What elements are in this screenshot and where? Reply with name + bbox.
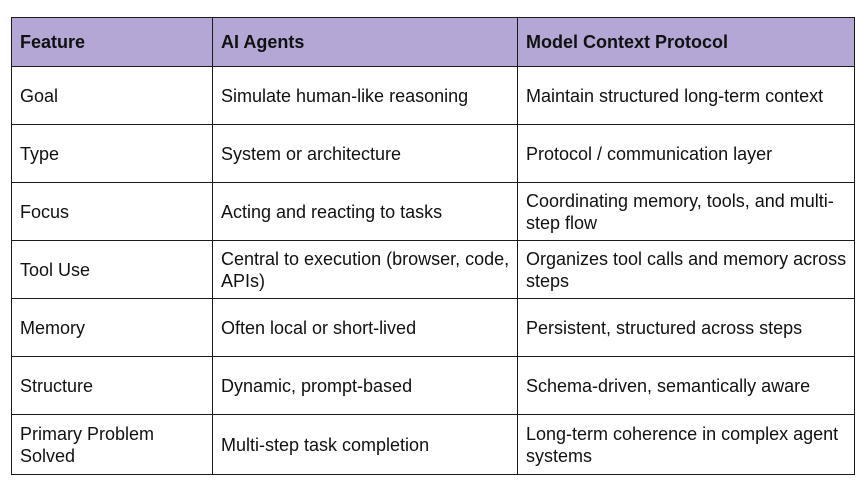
feature-cell: Tool Use — [11, 240, 213, 299]
table-row: Type System or architecture Protocol / c… — [11, 124, 855, 183]
table-body: Goal Simulate human-like reasoning Maint… — [11, 66, 855, 475]
mcp-cell: Coordinating memory, tools, and multi-st… — [517, 182, 855, 241]
feature-cell: Primary Problem Solved — [11, 414, 213, 475]
header-model-context-protocol: Model Context Protocol — [517, 17, 855, 67]
table-row: Memory Often local or short-lived Persis… — [11, 298, 855, 357]
header-ai-agents: AI Agents — [212, 17, 518, 67]
table-row: Primary Problem Solved Multi-step task c… — [11, 414, 855, 475]
feature-cell: Memory — [11, 298, 213, 357]
table-header: Feature AI Agents Model Context Protocol — [11, 17, 855, 67]
mcp-cell: Maintain structured long-term context — [517, 66, 855, 125]
comparison-table: Feature AI Agents Model Context Protocol… — [11, 17, 855, 475]
ai-agents-cell: Multi-step task completion — [212, 414, 518, 475]
ai-agents-cell: Central to execution (browser, code, API… — [212, 240, 518, 299]
ai-agents-cell: System or architecture — [212, 124, 518, 183]
mcp-cell: Schema-driven, semantically aware — [517, 356, 855, 415]
mcp-cell: Protocol / communication layer — [517, 124, 855, 183]
feature-cell: Goal — [11, 66, 213, 125]
mcp-cell: Long-term coherence in complex agent sys… — [517, 414, 855, 475]
ai-agents-cell: Often local or short-lived — [212, 298, 518, 357]
header-feature: Feature — [11, 17, 213, 67]
mcp-cell: Organizes tool calls and memory across s… — [517, 240, 855, 299]
table-row: Goal Simulate human-like reasoning Maint… — [11, 66, 855, 125]
table-row: Structure Dynamic, prompt-based Schema-d… — [11, 356, 855, 415]
feature-cell: Focus — [11, 182, 213, 241]
feature-cell: Structure — [11, 356, 213, 415]
ai-agents-cell: Dynamic, prompt-based — [212, 356, 518, 415]
ai-agents-cell: Simulate human-like reasoning — [212, 66, 518, 125]
mcp-cell: Persistent, structured across steps — [517, 298, 855, 357]
header-row: Feature AI Agents Model Context Protocol — [11, 17, 855, 67]
ai-agents-cell: Acting and reacting to tasks — [212, 182, 518, 241]
table-row: Focus Acting and reacting to tasks Coord… — [11, 182, 855, 241]
table-row: Tool Use Central to execution (browser, … — [11, 240, 855, 299]
feature-cell: Type — [11, 124, 213, 183]
